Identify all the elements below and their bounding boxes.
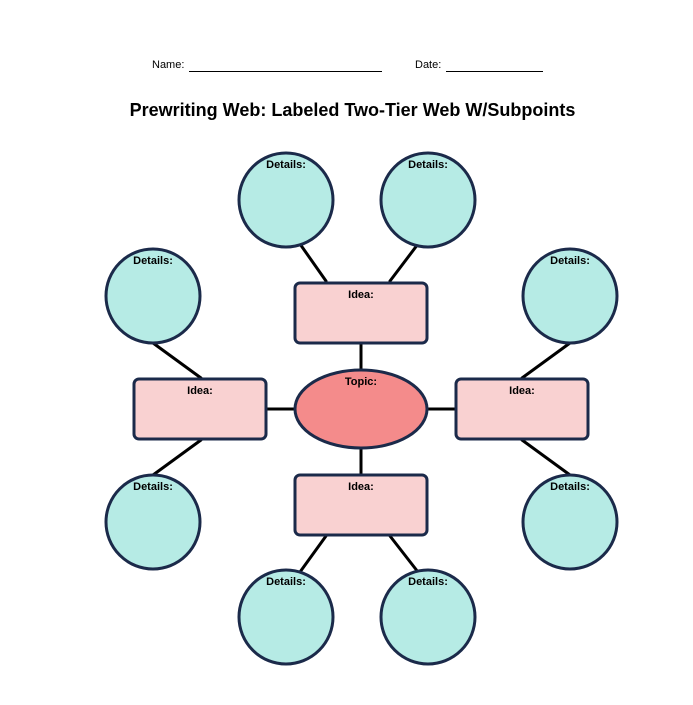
details-circle-bottom-left[interactable]: Details: — [237, 568, 335, 666]
details-circle-left-lower[interactable]: Details: — [104, 473, 202, 571]
details-label: Details: — [133, 481, 173, 493]
details-circle-right-upper[interactable]: Details: — [521, 247, 619, 345]
connector-idea-right-details-upper — [520, 341, 572, 380]
idea-box-right[interactable]: Idea: — [454, 377, 590, 441]
details-label: Details: — [408, 576, 448, 588]
connector-idea-right-details-lower — [520, 438, 572, 477]
topic-label: Topic: — [345, 376, 377, 388]
details-circles: Details: Details: Details: Details: Deta… — [104, 151, 619, 666]
idea-box-left[interactable]: Idea: — [132, 377, 268, 441]
idea-label: Idea: — [509, 385, 535, 397]
name-field[interactable] — [189, 71, 382, 72]
details-circle-top-right[interactable]: Details: — [379, 151, 477, 249]
details-label: Details: — [266, 159, 306, 171]
details-circle-left-upper[interactable]: Details: — [104, 247, 202, 345]
details-label: Details: — [266, 576, 306, 588]
details-label: Details: — [408, 159, 448, 171]
topic-oval[interactable]: Topic: — [293, 368, 429, 450]
header-fields: Name: Date: — [0, 59, 693, 75]
details-circle-bottom-right[interactable]: Details: — [379, 568, 477, 666]
connector-idea-left-details-upper — [151, 341, 203, 380]
connectors — [151, 242, 572, 574]
connector-idea-bottom-details-1 — [298, 534, 328, 574]
connector-idea-top-details-1 — [298, 242, 328, 283]
details-label: Details: — [550, 255, 590, 267]
idea-box-bottom[interactable]: Idea: — [293, 473, 429, 537]
details-label: Details: — [550, 481, 590, 493]
details-label: Details: — [133, 255, 173, 267]
details-circle-top-left[interactable]: Details: — [237, 151, 335, 249]
page-title: Prewriting Web: Labeled Two-Tier Web W/S… — [129, 100, 576, 120]
connector-idea-bottom-details-2 — [388, 534, 420, 574]
date-field[interactable] — [446, 71, 543, 72]
idea-box-top[interactable]: Idea: — [293, 281, 429, 345]
idea-label: Idea: — [187, 385, 213, 397]
idea-label: Idea: — [348, 481, 374, 493]
connector-idea-left-details-lower — [151, 438, 203, 477]
name-label: Name: — [152, 59, 185, 71]
idea-boxes: Idea: Idea: Idea: Idea: — [132, 281, 590, 537]
connector-idea-top-details-2 — [388, 242, 420, 283]
details-circle-right-lower[interactable]: Details: — [521, 473, 619, 571]
date-label: Date: — [415, 59, 442, 71]
idea-label: Idea: — [348, 289, 374, 301]
